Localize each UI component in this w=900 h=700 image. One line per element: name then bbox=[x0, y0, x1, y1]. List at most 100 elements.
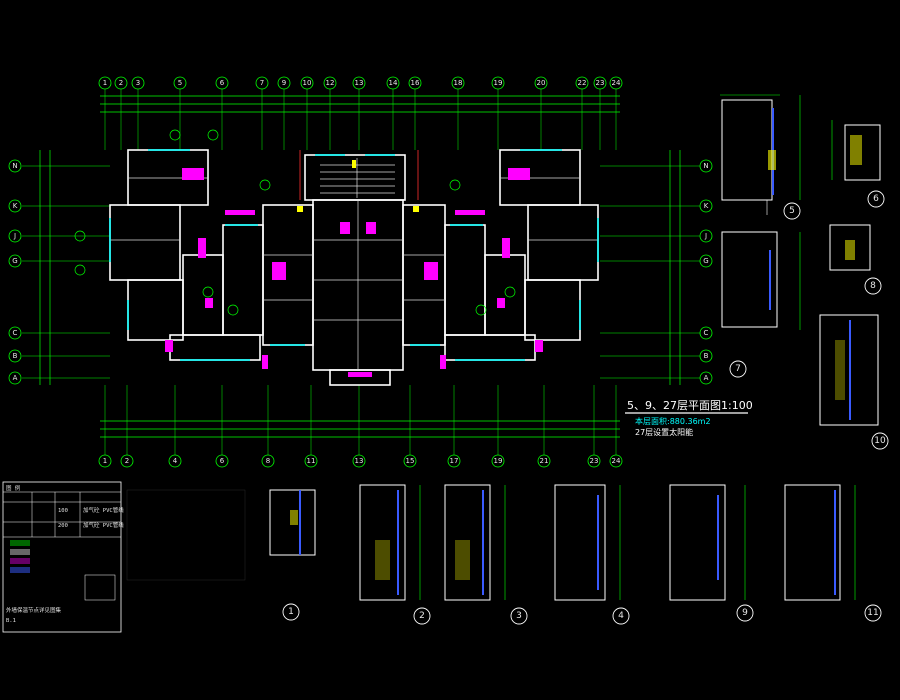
legend-thickness: 100 bbox=[58, 508, 68, 514]
axis-top-19-label: 19 bbox=[494, 79, 503, 87]
axis-bottom-19: 19 bbox=[491, 454, 505, 468]
axis-top-20: 20 bbox=[534, 76, 548, 90]
axis-top-2: 2 bbox=[114, 76, 128, 90]
axis-top-3: 3 bbox=[131, 76, 145, 90]
detail-callout-label: 2 bbox=[419, 611, 425, 621]
detail-callout-11[interactable]: 11 bbox=[864, 604, 882, 622]
drawing-title-block: 5、9、27层平面图1:100 本层面积:880.36m2 27层设置太阳能 bbox=[625, 399, 753, 437]
detail-callout-label: 4 bbox=[618, 611, 624, 621]
axis-top-16-label: 16 bbox=[411, 79, 420, 87]
axis-bottom-11: 11 bbox=[304, 454, 318, 468]
detail-callout-label: 6 bbox=[873, 194, 879, 204]
detail-callout-7[interactable]: 7 bbox=[729, 360, 747, 378]
axis-right-N-label: N bbox=[703, 162, 708, 170]
axis-bottom-24: 24 bbox=[609, 454, 623, 468]
axis-left-A-label: A bbox=[13, 374, 18, 382]
detail-callout-2[interactable]: 2 bbox=[413, 607, 431, 625]
axis-top-24-label: 24 bbox=[612, 79, 621, 87]
detail-callout-1[interactable]: 1 bbox=[282, 603, 300, 621]
axis-top-24: 24 bbox=[609, 76, 623, 90]
axis-bottom-21: 21 bbox=[537, 454, 551, 468]
axis-top-5: 5 bbox=[173, 76, 187, 90]
axis-top-14: 14 bbox=[386, 76, 400, 90]
axis-right-K: K bbox=[699, 199, 713, 213]
axis-top-22: 22 bbox=[575, 76, 589, 90]
windows bbox=[109, 149, 599, 361]
axis-top-1-label: 1 bbox=[103, 79, 107, 87]
axis-top-6: 6 bbox=[215, 76, 229, 90]
detail-callout-5[interactable]: 5 bbox=[783, 202, 801, 220]
axis-top-10-label: 10 bbox=[303, 79, 312, 87]
details-bottom bbox=[269, 484, 856, 601]
legend-desc: 加气砼 PVC管线 bbox=[83, 506, 124, 514]
axis-top-13: 13 bbox=[352, 76, 366, 90]
axis-bottom-4-label: 4 bbox=[173, 457, 178, 465]
detail-callout-label: 5 bbox=[789, 206, 795, 216]
axis-bottom-13: 13 bbox=[352, 454, 366, 468]
detail-callout-10[interactable]: 10 bbox=[871, 432, 889, 450]
axis-top-20-label: 20 bbox=[537, 79, 546, 87]
axis-top-13-label: 13 bbox=[355, 79, 364, 87]
axis-right-A-label: A bbox=[704, 374, 709, 382]
detail-callout-label: 1 bbox=[288, 607, 294, 617]
axis-bottom-17-label: 17 bbox=[450, 457, 459, 465]
axis-top-12-label: 12 bbox=[326, 79, 335, 87]
axis-right-G: G bbox=[699, 254, 713, 268]
detail-callout-4[interactable]: 4 bbox=[612, 607, 630, 625]
axis-top-10: 10 bbox=[300, 76, 314, 90]
dimension-lines bbox=[39, 95, 681, 438]
details-right bbox=[720, 94, 881, 426]
axis-right-B: B bbox=[699, 349, 713, 363]
axis-top-3-label: 3 bbox=[136, 79, 140, 87]
axis-bottom-1-label: 1 bbox=[103, 457, 107, 465]
axis-top-9: 9 bbox=[277, 76, 291, 90]
axis-top-23-label: 23 bbox=[596, 79, 605, 87]
walls bbox=[109, 149, 599, 386]
notes-block bbox=[126, 489, 246, 581]
axis-right-B-label: B bbox=[704, 352, 709, 360]
axis-bottom-2-label: 2 bbox=[125, 457, 129, 465]
axis-right-C-label: C bbox=[704, 329, 709, 337]
axis-left-G: G bbox=[8, 254, 22, 268]
detail-callout-label: 9 bbox=[742, 608, 748, 618]
axis-right-J-label: J bbox=[704, 232, 707, 240]
axis-left-N-label: N bbox=[12, 162, 17, 170]
detail-callout-8[interactable]: 8 bbox=[864, 277, 882, 295]
detail-callout-label: 11 bbox=[867, 608, 878, 618]
axis-top-19: 19 bbox=[491, 76, 505, 90]
solar-note: 27层设置太阳能 bbox=[635, 427, 693, 437]
axis-left-C-label: C bbox=[13, 329, 18, 337]
doors-fixtures bbox=[165, 168, 543, 377]
detail-callout-label: 7 bbox=[735, 364, 741, 374]
detail-callout-label: 10 bbox=[874, 436, 886, 446]
axis-left-B: B bbox=[8, 349, 22, 363]
axis-bottom-15-label: 15 bbox=[406, 457, 415, 465]
floor-plan: 1235679101213141618192022232412468111315… bbox=[8, 76, 713, 468]
axis-bottom-1: 1 bbox=[98, 454, 112, 468]
axis-top-18-label: 18 bbox=[454, 79, 463, 87]
axis-bottom-8-label: 8 bbox=[266, 457, 270, 465]
axis-top-9-label: 9 bbox=[282, 79, 286, 87]
axis-top-23: 23 bbox=[593, 76, 607, 90]
detail-callout-6[interactable]: 6 bbox=[867, 190, 885, 208]
axis-top-16: 16 bbox=[408, 76, 422, 90]
axis-right-J: J bbox=[699, 229, 713, 243]
detail-callout-9[interactable]: 9 bbox=[736, 604, 754, 622]
axis-bottom-23-label: 23 bbox=[590, 457, 599, 465]
axis-bottom-6-label: 6 bbox=[220, 457, 225, 465]
axis-bottom-24-label: 24 bbox=[612, 457, 621, 465]
axis-top-12: 12 bbox=[323, 76, 337, 90]
axis-left-J: J bbox=[8, 229, 22, 243]
axis-left-A: A bbox=[8, 371, 22, 385]
axis-left-J-label: J bbox=[13, 232, 16, 240]
axis-bottom-15: 15 bbox=[403, 454, 417, 468]
axis-top-7-label: 7 bbox=[260, 79, 264, 87]
annotations-accent bbox=[74, 129, 516, 316]
detail-callout-3[interactable]: 3 bbox=[510, 607, 528, 625]
axis-top-6-label: 6 bbox=[220, 79, 225, 87]
axis-left-K: K bbox=[8, 199, 22, 213]
axis-left-B-label: B bbox=[13, 352, 18, 360]
axis-right-N: N bbox=[699, 159, 713, 173]
axis-bottom-17: 17 bbox=[447, 454, 461, 468]
